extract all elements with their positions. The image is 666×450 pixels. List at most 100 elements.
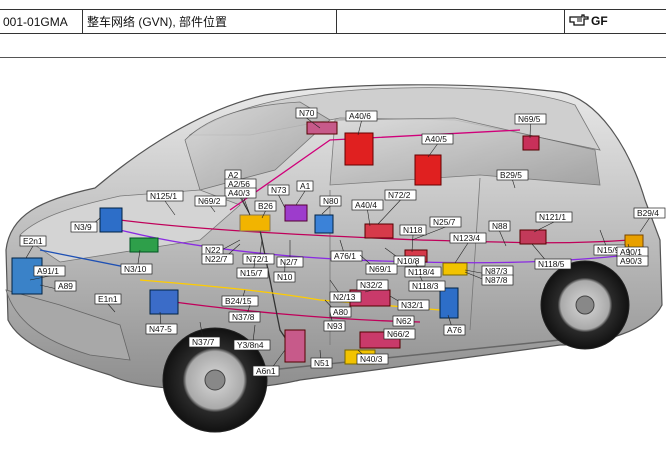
- callout-n125-1: N125/1: [146, 190, 184, 216]
- callout-n69-5: N69/5: [514, 113, 547, 139]
- callout-a40-4: A40/4: [351, 199, 384, 227]
- front-wheel: [162, 327, 268, 433]
- callout-n3-9: N3/9: [70, 217, 101, 233]
- callout-a40-3: A40/3: [224, 187, 257, 216]
- callout-n40-3: N40/3: [356, 349, 389, 365]
- label-text: A90/3: [620, 256, 642, 266]
- component-n70: [306, 121, 338, 135]
- windshield: [184, 101, 331, 191]
- callout-n32-1: N32/1: [389, 295, 430, 311]
- label-text: B26: [258, 201, 273, 211]
- leader-line: [427, 143, 438, 158]
- label-box: [383, 328, 416, 340]
- callout-a76-1: A76/1: [330, 239, 363, 262]
- leader-line: [529, 123, 531, 139]
- leader-line: [164, 200, 176, 216]
- leader-line: [321, 205, 331, 215]
- leader-line: [357, 120, 362, 136]
- component-n80: [314, 214, 334, 234]
- leader-line: [25, 245, 34, 259]
- label-box: [633, 207, 666, 219]
- component-a40-5: [414, 154, 442, 186]
- hood: [19, 189, 241, 263]
- label-text: N3/9: [74, 222, 92, 232]
- label-text: N118/3: [412, 281, 439, 291]
- label-box: [242, 253, 275, 265]
- component-a76: [439, 287, 459, 319]
- label-box: [224, 187, 257, 199]
- label-box: [408, 280, 446, 292]
- label-text: N25/7: [433, 217, 456, 227]
- callout-n10: N10: [273, 261, 296, 283]
- callout-n32-2: N32/2: [356, 279, 389, 293]
- leader-line: [29, 275, 50, 281]
- label-text: A91/1: [37, 266, 59, 276]
- label-box: [481, 274, 514, 286]
- label-box: [616, 255, 649, 267]
- callout-n73: N73: [267, 184, 290, 209]
- label-text: A89: [58, 281, 73, 291]
- label-text: A76/1: [334, 251, 356, 261]
- label-box: [392, 315, 415, 327]
- label-text: N125/1: [150, 191, 177, 201]
- label-text: N118: [403, 225, 423, 235]
- label-text: N22: [205, 245, 221, 255]
- gf-logo: GF: [564, 9, 666, 34]
- label-box: [365, 263, 398, 275]
- label-text: N87/3: [485, 266, 508, 276]
- label-box: [323, 320, 346, 332]
- callout-n69-1: N69/1: [359, 254, 398, 275]
- label-text: N121/1: [539, 212, 566, 222]
- callout-n37-8: N37/8: [228, 304, 261, 323]
- leader-line: [306, 117, 321, 129]
- label-text: N69/5: [518, 114, 541, 124]
- callout-n2-13: N2/13: [329, 279, 362, 303]
- callout-n10-8: N10/8: [384, 247, 426, 267]
- label-text: N69/1: [369, 264, 392, 274]
- callout-n72-1: N72/1: [242, 239, 275, 265]
- label-text: A90/1: [620, 247, 642, 257]
- leader-line: [454, 242, 469, 264]
- callout-a91-1: A91/1: [29, 265, 66, 281]
- label-text: N88: [492, 221, 508, 231]
- label-box: [19, 235, 47, 247]
- callout-e1n1: E1n1: [94, 293, 122, 313]
- label-text: N40/3: [360, 354, 383, 364]
- component-n121-1: [519, 229, 547, 245]
- callout-n47-5: N47-5: [145, 311, 178, 335]
- callout-n87-8: N87/8: [464, 271, 514, 286]
- callout-n69-2: N69/2: [194, 195, 227, 213]
- label-text: E2n1: [23, 236, 43, 246]
- callout-n25-7: N25/7: [411, 216, 462, 241]
- callout-n66-2: N66/2: [383, 328, 416, 340]
- label-text: A6n1: [256, 366, 276, 376]
- callout-n22-7: N22/7: [201, 243, 241, 265]
- label-box: [194, 195, 227, 207]
- label-text: B29/5: [500, 170, 522, 180]
- label-box: [421, 133, 454, 145]
- label-box: [330, 250, 363, 262]
- side-windows: [329, 117, 601, 186]
- label-box: [236, 267, 269, 279]
- component-n47-5: [149, 289, 179, 315]
- label-box: [276, 256, 304, 268]
- label-box: [94, 293, 122, 305]
- callout-b24-15: B24/15: [221, 289, 259, 307]
- label-text: A40/6: [349, 111, 371, 121]
- label-text: Y3/8n4: [237, 340, 264, 350]
- label-text: N118/5: [538, 259, 565, 269]
- label-text: N15/9: [597, 245, 620, 255]
- leader-line: [295, 190, 306, 206]
- label-text: N37/8: [232, 312, 255, 322]
- leader-line: [499, 230, 507, 247]
- label-text: A2/56: [228, 179, 250, 189]
- label-text: N62: [396, 316, 412, 326]
- label-box: [393, 255, 426, 267]
- header-divider: [0, 57, 666, 58]
- callout-a89: A89: [39, 280, 77, 292]
- callout-a40-5: A40/5: [421, 133, 454, 158]
- callout-n3-10: N3/10: [120, 249, 153, 275]
- label-text: N51: [314, 358, 330, 368]
